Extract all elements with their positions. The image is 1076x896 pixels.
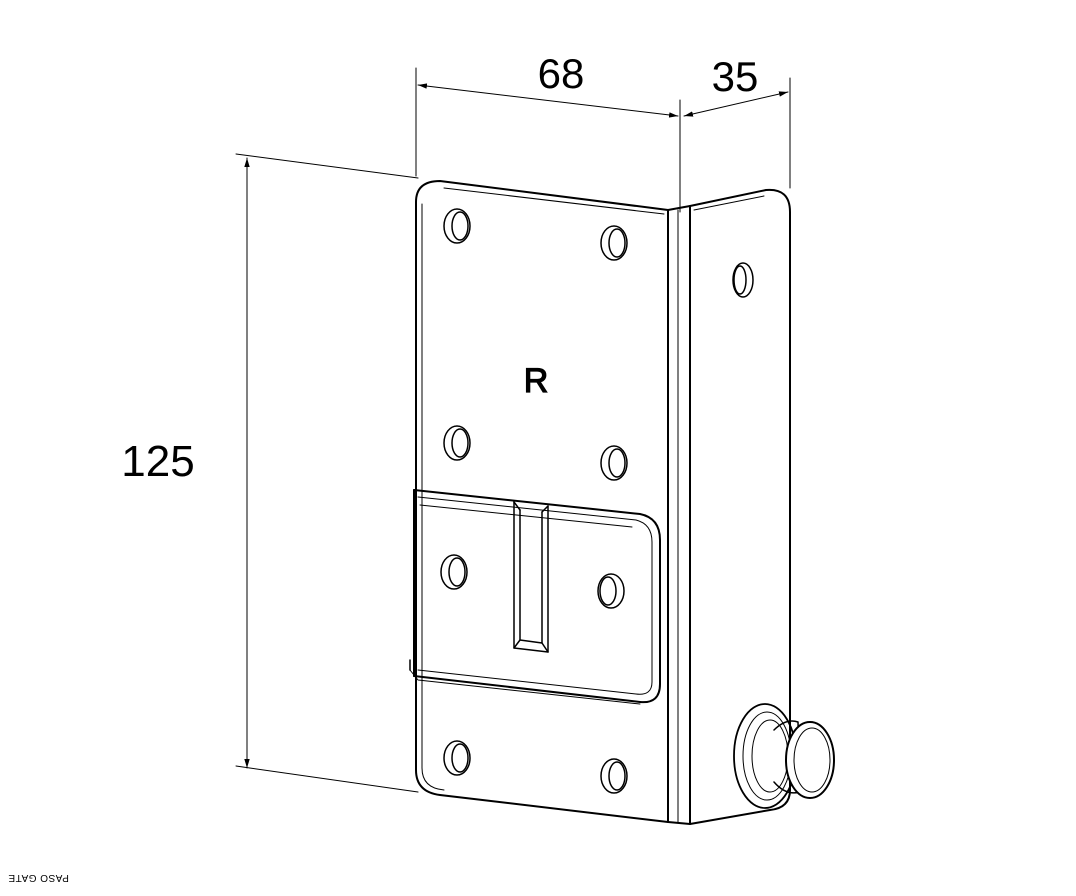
- mounting-hole: [600, 758, 628, 794]
- mounting-hole: [443, 425, 471, 461]
- dimension-height: [235, 153, 419, 793]
- bend-edge: [667, 205, 691, 825]
- mounting-hole: [440, 554, 468, 590]
- dimension-depth: [683, 77, 791, 189]
- mounting-hole: [600, 445, 628, 481]
- mounting-hole: [443, 208, 471, 244]
- side-flange: [689, 188, 791, 825]
- mounting-hole: [597, 573, 625, 609]
- pull-knob[interactable]: [733, 703, 835, 809]
- flange-hole: [732, 262, 754, 298]
- dimension-height-label: 125: [121, 437, 194, 486]
- dimension-width-label: 68: [538, 50, 585, 97]
- hand-stamp-letter: R: [524, 362, 549, 400]
- front-plate: [415, 180, 669, 823]
- mounting-hole: [600, 225, 628, 261]
- mirrored-footer-text: PASO GATE: [8, 872, 69, 883]
- mounting-holes: [440, 208, 754, 794]
- dimension-width: [415, 67, 681, 213]
- dimension-depth-label: 35: [712, 53, 759, 100]
- mounting-hole: [443, 740, 471, 776]
- latch-housing: [409, 489, 661, 705]
- latch-slot: [513, 501, 549, 653]
- knob-cap: [785, 721, 835, 799]
